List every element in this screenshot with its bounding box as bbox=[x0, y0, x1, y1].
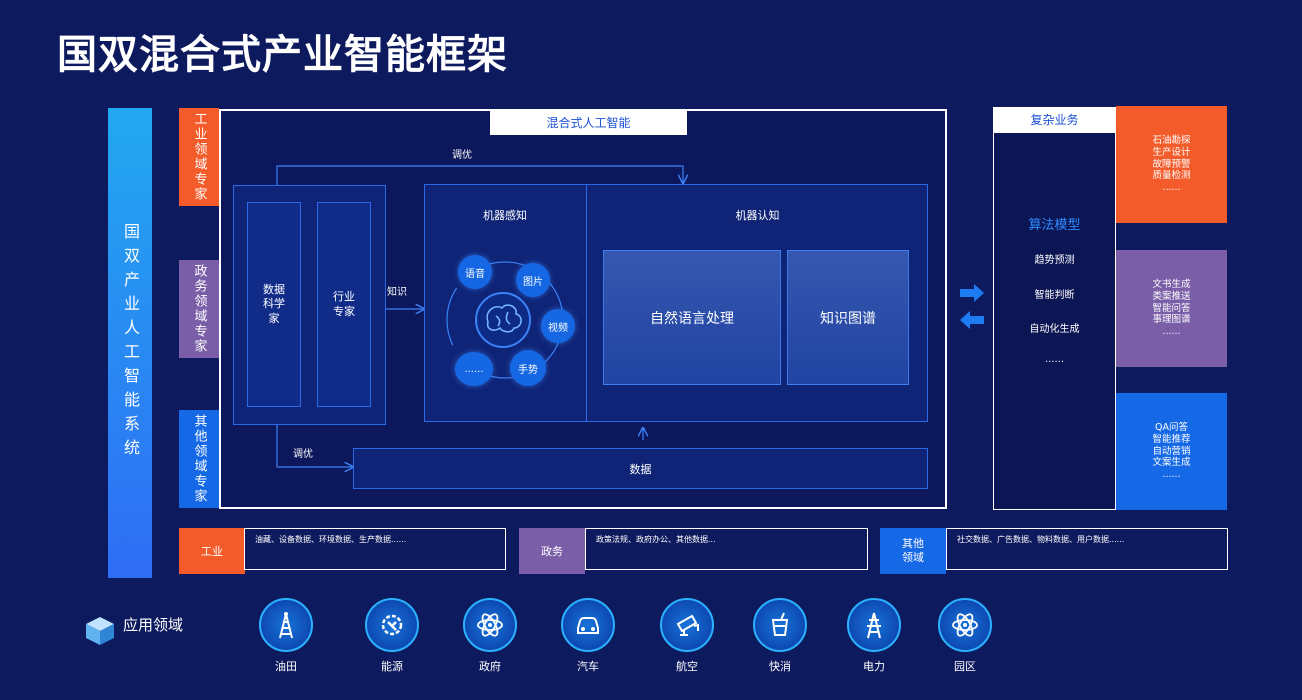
power-tower-icon bbox=[867, 612, 881, 639]
expert-industry: 工业领域专家 bbox=[179, 108, 219, 206]
system-label: 国双产业人工智能系统 bbox=[121, 223, 140, 463]
expert-other: 其他领域专家 bbox=[179, 410, 219, 508]
model-item-judge: 智能判断 bbox=[1034, 290, 1075, 301]
knowledge-label: 知识 bbox=[387, 287, 407, 298]
business-line: ...... bbox=[1162, 182, 1181, 194]
business-line: 事理图谱 bbox=[1152, 314, 1191, 326]
expert-government: 政务领域专家 bbox=[179, 260, 219, 358]
panel-divider bbox=[586, 184, 587, 422]
domain-tag-other: 其他 领域 bbox=[880, 528, 946, 574]
app-label: 园区 bbox=[954, 660, 976, 673]
app-label: 电力 bbox=[863, 660, 885, 673]
tune-bottom-label: 调优 bbox=[293, 449, 313, 460]
complex-business-tag: 复杂业务 bbox=[993, 107, 1116, 133]
tune-top-label: 调优 bbox=[452, 150, 472, 161]
app-label: 能源 bbox=[381, 660, 403, 673]
gesture-node: 手势 bbox=[510, 350, 546, 386]
expert-label: 政务领域专家 bbox=[191, 264, 207, 354]
domain-tag-industry: 工业 bbox=[179, 528, 245, 574]
nlp-box: 自然语言处理 bbox=[603, 250, 781, 385]
industry-expert-box: 行业 专家 bbox=[317, 202, 371, 407]
business-line: 石油勘探 bbox=[1152, 134, 1191, 146]
data-bar: 数据 bbox=[353, 448, 928, 489]
kg-label: 知识图谱 bbox=[820, 310, 876, 327]
brain-icon bbox=[486, 304, 522, 333]
app-energy: 能源 bbox=[363, 598, 421, 674]
app-auto: 汽车 bbox=[559, 598, 617, 674]
data-scientist-label: 数据 科学 家 bbox=[263, 283, 285, 325]
business-line: 类案推送 bbox=[1152, 290, 1191, 302]
model-item-trend: 趋势预测 bbox=[1034, 255, 1075, 266]
business-line: 智能问答 bbox=[1152, 302, 1191, 314]
system-bar: 国双产业人工智能系统 bbox=[108, 108, 152, 578]
arrow-right-icon bbox=[960, 284, 984, 302]
tune-top-line bbox=[276, 165, 683, 185]
app-label: 油田 bbox=[275, 660, 297, 673]
nlp-label: 自然语言处理 bbox=[650, 310, 734, 327]
oil-tower-icon bbox=[279, 612, 293, 639]
business-line: 文书生成 bbox=[1152, 278, 1191, 290]
business-line: 质量检测 bbox=[1152, 170, 1191, 182]
data-label: 数据 bbox=[629, 462, 652, 476]
complex-business-box bbox=[993, 107, 1116, 510]
knowledge-graph-box: 知识图谱 bbox=[787, 250, 909, 385]
expert-label: 其他领域专家 bbox=[191, 414, 207, 504]
app-label: 汽车 bbox=[577, 660, 599, 673]
app-park: 园区 bbox=[936, 598, 994, 674]
business-line: ...... bbox=[1162, 326, 1181, 338]
domain-desc-government: 政策法规、政府办公、其他数据... bbox=[585, 528, 868, 570]
business-line: ...... bbox=[1162, 469, 1181, 481]
cup-icon bbox=[771, 612, 789, 636]
business-line: 生产设计 bbox=[1152, 146, 1191, 158]
app-oilfield: 油田 bbox=[257, 598, 315, 674]
perception-title: 机器感知 bbox=[483, 209, 527, 222]
app-power: 电力 bbox=[845, 598, 903, 674]
industry-expert-label: 行业 专家 bbox=[333, 290, 355, 318]
expert-group-panel bbox=[233, 185, 386, 425]
perception-ring bbox=[446, 261, 564, 379]
business-line: 故障预警 bbox=[1152, 158, 1191, 170]
app-fmcg: 快消 bbox=[751, 598, 809, 674]
applications-label: 应用领域 bbox=[123, 616, 184, 634]
image-node: 图片 bbox=[516, 263, 550, 297]
speech-node: 语音 bbox=[458, 255, 492, 289]
business-line: QA问答 bbox=[1155, 421, 1188, 433]
app-aviation: 航空 bbox=[658, 598, 716, 674]
car-icon bbox=[577, 617, 599, 634]
app-label: 政府 bbox=[479, 660, 501, 673]
atom-icon bbox=[952, 613, 978, 637]
business-card-government: 文书生成 类案推送 智能问答 事理图谱 ...... bbox=[1116, 250, 1227, 367]
energy-gear-icon bbox=[381, 614, 403, 636]
tune-bottom-line bbox=[276, 425, 353, 467]
cube-icon bbox=[86, 617, 114, 645]
business-line: 文案生成 bbox=[1152, 457, 1191, 469]
hybrid-ai-tag: 混合式人工智能 bbox=[490, 111, 687, 135]
business-line: 智能推荐 bbox=[1152, 433, 1191, 445]
model-item-generate: 自动化生成 bbox=[1029, 324, 1080, 335]
app-label: 快消 bbox=[769, 660, 791, 673]
data-scientist-box: 数据 科学 家 bbox=[247, 202, 301, 407]
model-item-more: ...... bbox=[1044, 354, 1065, 365]
expert-label: 工业领域专家 bbox=[191, 112, 207, 202]
app-government: 政府 bbox=[461, 598, 519, 674]
camera-icon bbox=[676, 614, 699, 636]
domain-tag-government: 政务 bbox=[519, 528, 585, 574]
domain-desc-industry: 油藏、设备数据、环境数据、生产数据...... bbox=[244, 528, 506, 570]
business-line: 自动营销 bbox=[1152, 445, 1191, 457]
domain-desc-other: 社交数据、广告数据、物料数据、用户数据...... bbox=[946, 528, 1228, 570]
video-node: 视频 bbox=[541, 309, 575, 343]
atom-icon bbox=[477, 613, 503, 637]
app-label: 航空 bbox=[676, 660, 698, 673]
arrow-left-icon bbox=[960, 311, 984, 329]
cognition-title: 机器认知 bbox=[735, 209, 780, 222]
more-node: ...... bbox=[455, 352, 493, 386]
page-title: 国双混合式产业智能框架 bbox=[57, 32, 508, 78]
business-card-other: QA问答 智能推荐 自动营销 文案生成 ...... bbox=[1116, 393, 1227, 510]
business-card-industry: 石油勘探 生产设计 故障预警 质量检测 ...... bbox=[1116, 106, 1227, 223]
algorithm-model-title: 算法模型 bbox=[1028, 218, 1081, 233]
